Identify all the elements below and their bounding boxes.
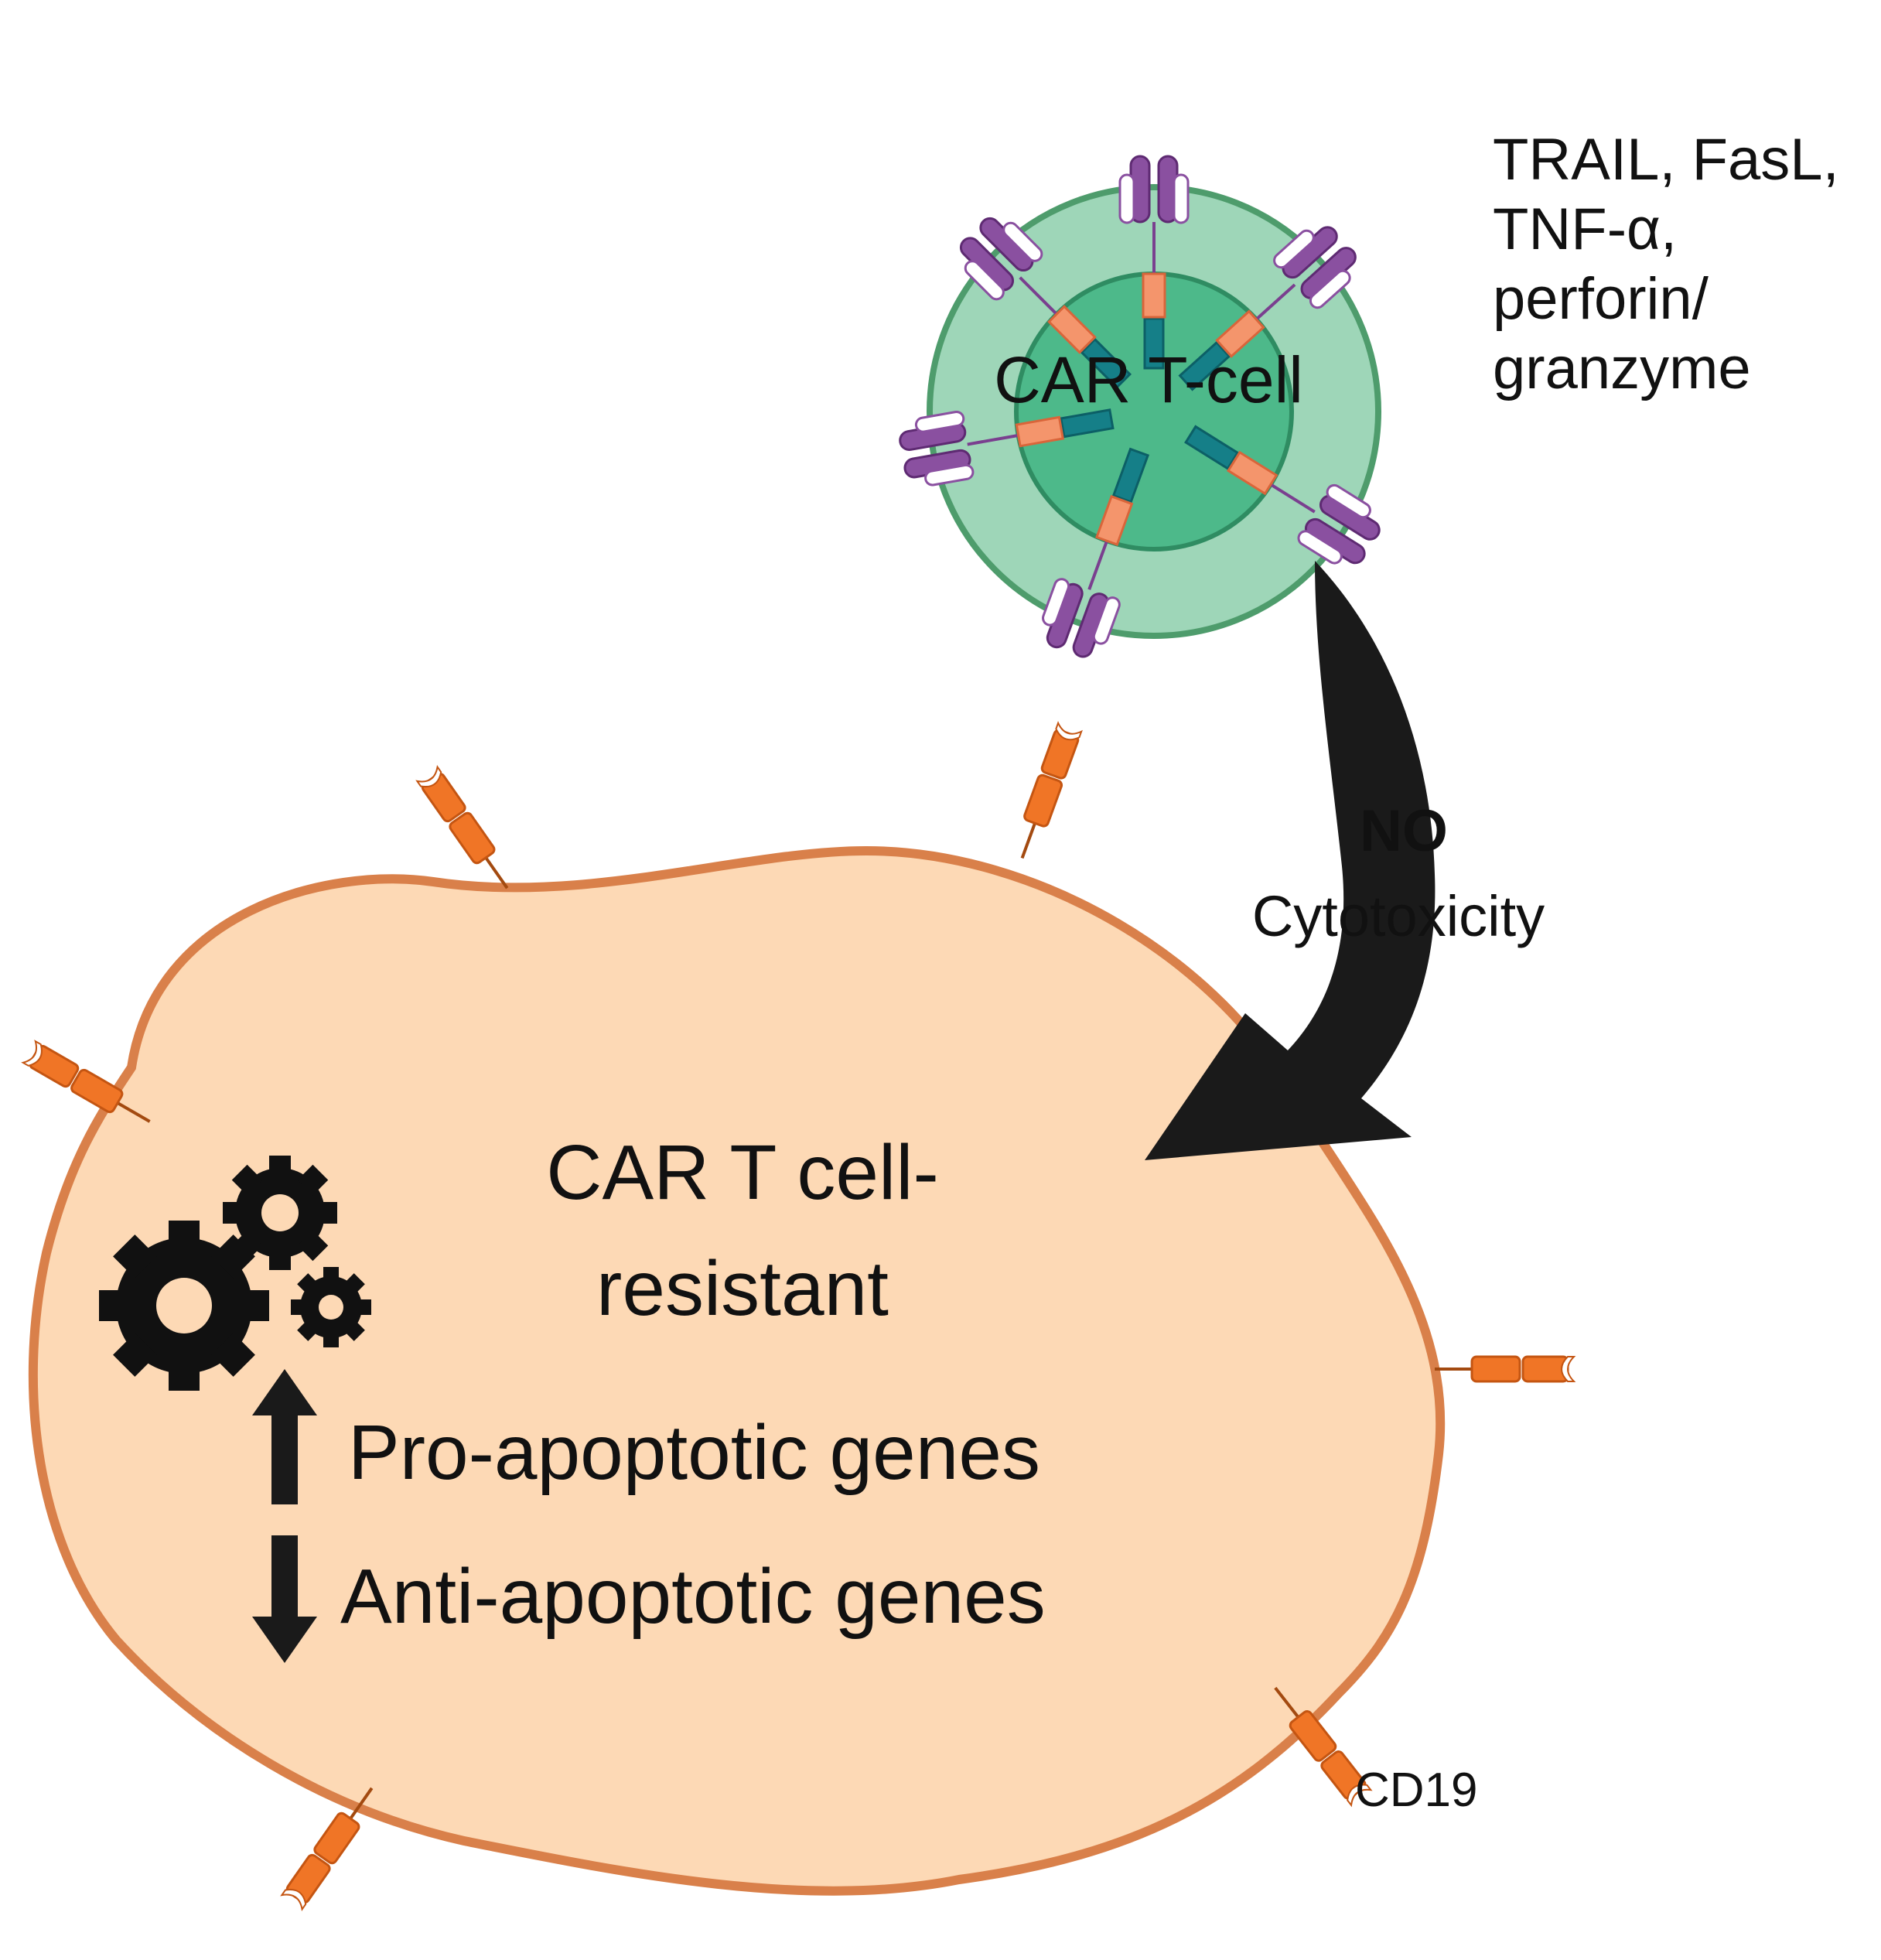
no-label: NO [1360, 798, 1448, 864]
down-arrow-icon [252, 1535, 317, 1663]
cd19-label: CD19 [1355, 1764, 1478, 1817]
svg-text:TNF-α,: TNF-α, [1493, 196, 1677, 262]
gears-icon [99, 1156, 371, 1391]
svg-text:TRAIL, FasL,: TRAIL, FasL, [1493, 127, 1839, 193]
car-t-cell-label: CAR T-cell [994, 343, 1303, 416]
pro-apoptotic-label: Pro-apoptotic genes [348, 1409, 1040, 1496]
up-arrow-icon [252, 1369, 317, 1504]
cytotoxicity-label: Cytotoxicity [1252, 884, 1545, 948]
curved-arrow-icon [1145, 561, 1436, 1160]
svg-text:perforin/: perforin/ [1493, 266, 1709, 332]
svg-text:resistant: resistant [596, 1245, 889, 1332]
svg-text:granzyme: granzyme [1493, 336, 1751, 401]
tumor-cell-membrane [28, 845, 1446, 1896]
svg-text:CAR T cell-: CAR T cell- [546, 1129, 939, 1216]
mediators-label: TRAIL, FasL, TNF-α, perforin/ granzyme [1493, 127, 1839, 401]
tumor-cell-label: CAR T cell- resistant [546, 1129, 939, 1332]
anti-apoptotic-label: Anti-apoptotic genes [340, 1553, 1046, 1640]
